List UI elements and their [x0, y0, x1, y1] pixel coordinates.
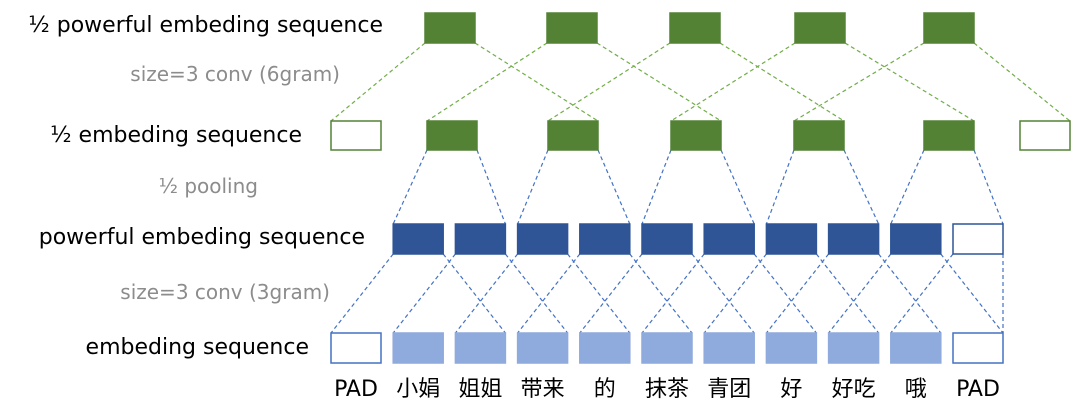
half-embedding-pad-box: [1019, 120, 1071, 151]
pooling-connector-right: [843, 149, 880, 225]
half-embedding-box: [793, 120, 845, 151]
op-label-conv-3gram: size=3 conv (3gram): [120, 280, 330, 304]
powerful-embedding-pad-box: [952, 223, 1004, 255]
embedding-box: [641, 332, 693, 364]
half-powerful-embedding-box: [669, 12, 721, 44]
row-label-embedding: embeding sequence: [86, 335, 309, 360]
pooling-connector-left: [890, 149, 925, 225]
half-embedding-box: [670, 120, 722, 151]
conv6-connector-right: [719, 42, 845, 122]
conv3-connector-right: [442, 253, 506, 334]
powerful-embedding-box: [641, 223, 693, 255]
op-label-conv-6gram: size=3 conv (6gram): [130, 62, 340, 86]
half-powerful-embedding-box: [424, 12, 476, 44]
conv6-connector-right: [474, 42, 599, 122]
conv3-connector-left: [517, 253, 581, 334]
embedding-pad-box: [330, 332, 382, 364]
embedding-pad-box: [952, 332, 1004, 364]
pooling-connector-left: [765, 149, 795, 225]
conv3-connector-left: [828, 253, 892, 334]
conv3-connector-right: [504, 253, 569, 334]
conv3-connector-left: [454, 253, 519, 334]
pooling-connector-right: [597, 149, 631, 225]
conv6-connector-right: [844, 42, 975, 122]
conv3-connector-left: [579, 253, 643, 334]
row-label-half-embedding: ½ embeding sequence: [50, 123, 302, 148]
conv3-connector-left: [890, 253, 954, 334]
token-label: 抹茶: [645, 377, 689, 402]
powerful-embedding-box: [392, 223, 444, 255]
token-label: 姐姐: [458, 377, 502, 402]
token-label: 好吃: [832, 377, 876, 402]
conv3-connector-right: [691, 253, 755, 334]
token-label: 好: [780, 377, 802, 402]
pooling-connector-right: [973, 149, 1004, 225]
powerful-embedding-box: [703, 223, 755, 255]
token-label: PAD: [956, 377, 1000, 402]
embedding-box: [392, 332, 444, 364]
half-powerful-embedding-box: [546, 12, 598, 44]
conv3-connector-left: [641, 253, 705, 334]
conv3-connector-left: [765, 253, 830, 334]
token-label: 青团: [707, 377, 751, 402]
powerful-embedding-box: [516, 223, 569, 255]
embedding-box: [703, 332, 755, 364]
embedding-box: [454, 332, 507, 364]
embedding-box: [890, 332, 942, 364]
token-label: 的: [594, 377, 616, 402]
connector-lines: [330, 42, 1071, 334]
conv3-connector-left: [392, 253, 456, 334]
conv3-connector-left: [703, 253, 767, 334]
token-labels: PAD 小娟姐姐带来 的 抹茶青团 好 好吃 哦 PAD: [334, 377, 1000, 402]
conv6-connector-right: [973, 42, 1071, 122]
sequence-boxes: [330, 12, 1071, 364]
half-powerful-embedding-box: [923, 12, 975, 44]
embedding-box: [579, 332, 631, 364]
conv3-connector-left: [330, 253, 394, 334]
pooling-connector-left: [392, 149, 428, 225]
conv3-connector-right: [629, 253, 693, 334]
conv3-connector-right: [567, 253, 631, 334]
half-embedding-pad-box: [330, 120, 382, 151]
conv3-connector-right: [815, 253, 880, 334]
powerful-embedding-box: [827, 223, 880, 255]
conv6-connector-left: [793, 42, 925, 122]
conv6-connector-left: [426, 42, 548, 122]
token-label: 带来: [521, 377, 565, 402]
embedding-box: [827, 332, 880, 364]
conv6-connector-left: [670, 42, 796, 122]
token-label: PAD: [334, 377, 378, 402]
pooling-connector-left: [517, 149, 549, 225]
row-label-powerful-embedding: powerful embeding sequence: [39, 225, 365, 250]
powerful-embedding-box: [765, 223, 818, 255]
pooling-connector-right: [720, 149, 755, 225]
conv6-connector-right: [596, 42, 722, 122]
half-embedding-box: [923, 120, 975, 151]
powerful-embedding-box: [890, 223, 942, 255]
conv6-connector-left: [330, 42, 426, 122]
embedding-box: [765, 332, 818, 364]
conv3-connector-right: [753, 253, 817, 334]
powerful-embedding-box: [579, 223, 631, 255]
row-label-half-powerful-embedding: ½ powerful embeding sequence: [28, 13, 383, 38]
conv3-connector-right: [878, 253, 942, 334]
conv6-connector-left: [547, 42, 671, 122]
embedding-box: [516, 332, 569, 364]
powerful-embedding-box: [454, 223, 507, 255]
op-label-half-pooling: ½ pooling: [159, 174, 258, 198]
conv3-connector-right: [940, 253, 1004, 334]
token-label: 小娟: [396, 377, 440, 402]
half-powerful-embedding-box: [794, 12, 846, 44]
pooling-connector-right: [476, 149, 506, 225]
pooling-connector-left: [641, 149, 672, 225]
half-embedding-box: [426, 120, 478, 151]
half-embedding-box: [547, 120, 599, 151]
token-label: 哦: [905, 377, 927, 402]
